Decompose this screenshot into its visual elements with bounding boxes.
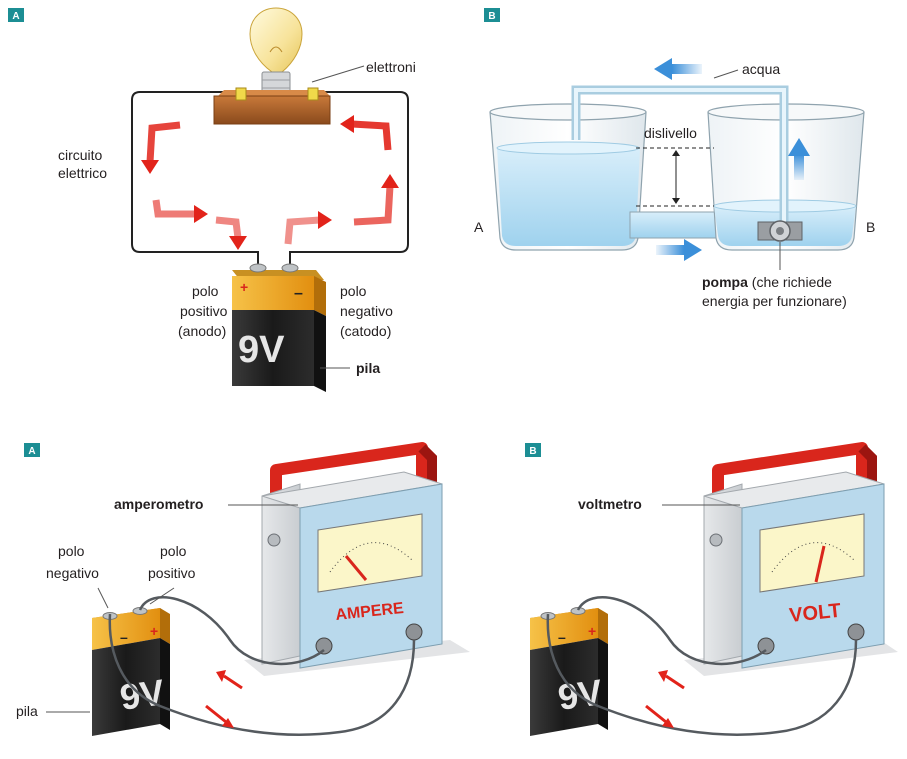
ammeter-positive-pole-line1: polo	[160, 543, 187, 559]
ammeter-negative-pole-line2: negativo	[46, 565, 99, 581]
ammeter-label: amperometro	[114, 496, 203, 512]
tag-top-right-text: B	[488, 11, 495, 22]
tag-bottom-left-text: A	[28, 446, 35, 457]
battery-voltage-text: 9V	[238, 329, 285, 371]
water-tanks	[489, 103, 865, 251]
battery-9v-top: + – 9V	[232, 263, 326, 392]
plus-sign-voltmeter: +	[588, 623, 596, 639]
bulb-holder	[213, 87, 331, 125]
negative-pole-line3: (catodo)	[340, 323, 391, 339]
voltmeter-current-arrows	[645, 670, 685, 728]
lightbulb-icon	[249, 7, 303, 97]
circuit-label-line1: circuito	[58, 147, 103, 163]
pump-icon	[757, 220, 803, 242]
pump-label-bold: pompa	[702, 274, 748, 290]
ammeter-current-arrows	[205, 670, 243, 728]
tank-b-label: B	[866, 219, 875, 235]
battery-9v-voltmeter: – + 9V	[530, 607, 608, 736]
electrons-leader	[311, 65, 365, 83]
minus-sign: –	[294, 285, 303, 302]
negative-pole-line2: negativo	[340, 303, 393, 319]
minus-sign-voltmeter: –	[558, 629, 566, 645]
tag-bottom-left: A	[24, 443, 40, 457]
height-difference-marker	[636, 147, 714, 207]
battery-label: pila	[356, 360, 380, 376]
ammeter-battery-label: pila	[16, 703, 38, 719]
pump-label-line2: energia per funzionare)	[702, 293, 847, 309]
minus-sign-ammeter: –	[120, 629, 128, 645]
tag-bottom-right-text: B	[529, 446, 536, 457]
tag-top-right: B	[484, 8, 500, 22]
tank-a-label: A	[474, 219, 484, 235]
ammeter-negative-pole-line1: polo	[58, 543, 85, 559]
circuit-label-line2: elettrico	[58, 165, 107, 181]
ammeter-neg-leader	[97, 587, 109, 609]
plus-sign: +	[240, 279, 248, 295]
voltmeter-wires	[546, 596, 858, 736]
ammeter-wires	[108, 596, 416, 736]
tag-bottom-right: B	[525, 443, 541, 457]
water-label: acqua	[742, 61, 780, 77]
voltmeter: VOLT	[684, 442, 898, 676]
negative-pole-line1: polo	[340, 283, 367, 299]
voltmeter-face-text: VOLT	[788, 600, 842, 627]
water-flow-arrows	[654, 58, 810, 261]
pump-label-line1: pompa (che richiede	[702, 274, 832, 290]
plus-sign-ammeter: +	[150, 623, 158, 639]
electron-flow-arrows	[141, 115, 399, 250]
battery-9v-ammeter: – + 9V	[92, 607, 170, 736]
positive-pole-line3: (anodo)	[178, 323, 226, 339]
positive-pole-line1: polo	[192, 283, 219, 299]
voltmeter-label: voltmetro	[578, 496, 642, 512]
height-difference-label: dislivello	[644, 125, 697, 141]
tag-top-left-text: A	[12, 11, 19, 22]
positive-pole-line2: positivo	[180, 303, 228, 319]
ammeter-pos-leader	[149, 587, 175, 605]
water-leader	[713, 69, 739, 79]
ammeter: AMPERE	[244, 442, 470, 676]
pump-label-rest: (che richiede	[748, 274, 832, 290]
electrons-label: elettroni	[366, 59, 416, 75]
ammeter-positive-pole-line2: positivo	[148, 565, 196, 581]
circuit-wire	[131, 91, 409, 266]
tag-top-left: A	[8, 8, 24, 22]
